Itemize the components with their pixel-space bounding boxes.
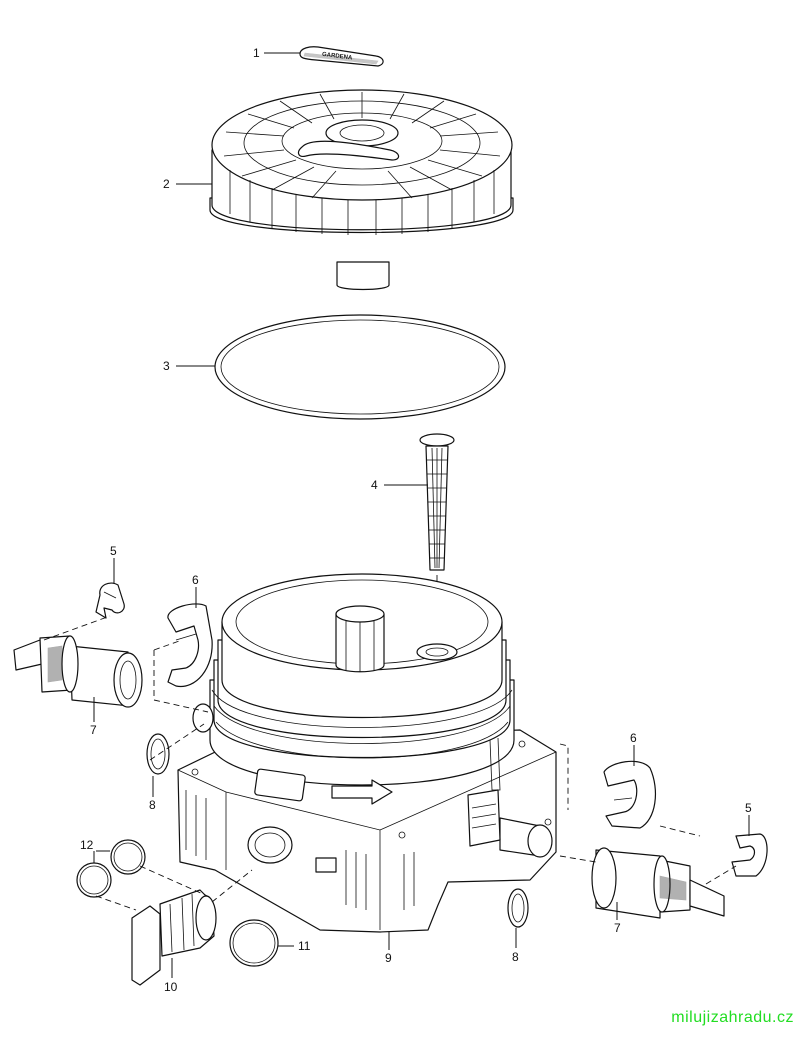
part-2-filter-cover — [209, 89, 514, 291]
part-9-housing — [177, 573, 557, 933]
callout-6-left: 6 — [192, 573, 199, 587]
part-12-orings — [76, 839, 146, 898]
callout-1: 1 — [253, 46, 260, 60]
part-10-valve — [131, 889, 217, 986]
part-8-oring-left — [146, 733, 170, 775]
callout-5-right: 5 — [745, 801, 752, 815]
callout-9: 9 — [385, 951, 392, 965]
callout-10: 10 — [164, 980, 178, 994]
part-7-connector-right — [591, 847, 725, 919]
callout-8-right: 8 — [512, 950, 519, 964]
leader-lines — [93, 52, 750, 978]
callout-3: 3 — [163, 359, 170, 373]
part-3-seal-ring — [214, 314, 506, 420]
callout-7-right: 7 — [614, 921, 621, 935]
part-6-clamp-right — [603, 760, 657, 829]
gardena-badge-text: GARDENA — [322, 52, 354, 62]
part-5-clip-left — [95, 582, 125, 619]
callout-7-left: 7 — [90, 723, 97, 737]
callout-4: 4 — [371, 478, 378, 492]
callout-6-right: 6 — [630, 731, 637, 745]
part-11-large-oring — [229, 919, 279, 967]
assembly-lines — [43, 615, 737, 911]
part-5-clip-right — [731, 833, 768, 877]
callout-8-left: 8 — [149, 798, 156, 812]
cover-ribs — [223, 92, 501, 199]
part-6-clamp-left — [167, 603, 213, 687]
cover-wall-ribs — [229, 170, 495, 235]
watermark-text: milujizahradu.cz — [671, 1009, 794, 1026]
callout-labels: 1 2 3 4 5 6 7 8 6 5 7 8 9 10 11 12 — [80, 46, 752, 994]
part-1-gardena-badge: GARDENA — [299, 46, 384, 67]
part-4-filter-insert — [419, 433, 455, 640]
part-8-oring-right — [507, 888, 529, 928]
callout-12: 12 — [80, 838, 94, 852]
callout-11: 11 — [298, 939, 311, 953]
callout-5-left: 5 — [110, 544, 117, 558]
part-7-connector-left — [13, 635, 143, 708]
callout-2: 2 — [163, 177, 170, 191]
